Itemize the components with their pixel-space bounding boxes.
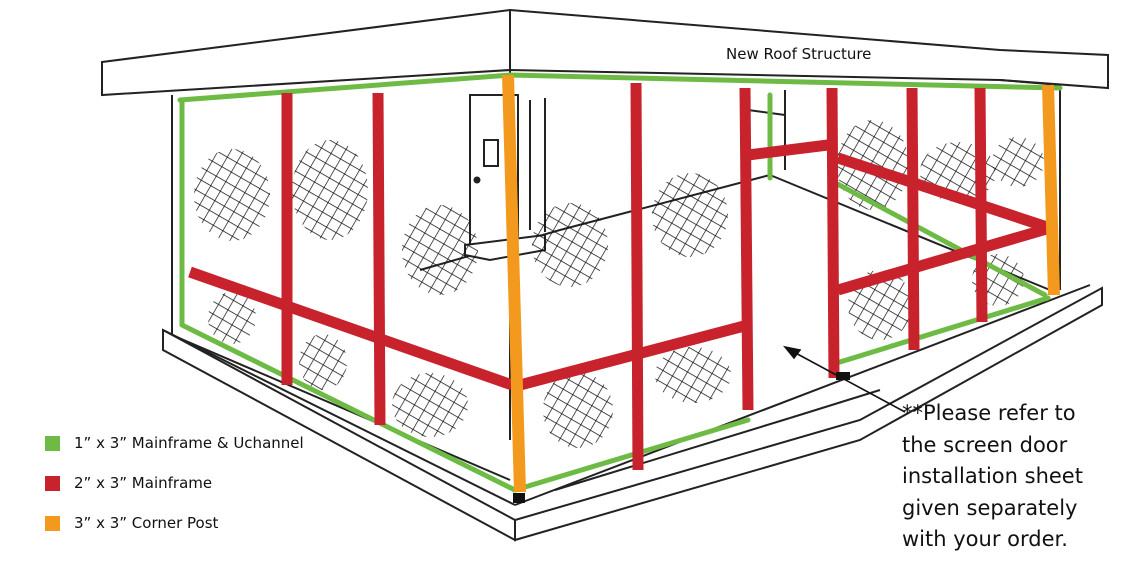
concrete-slab: [162, 284, 1103, 542]
post-feet: [513, 372, 850, 503]
legend: 1” x 3” Mainframe & Uchannel 2” x 3” Mai…: [45, 433, 304, 553]
corner-posts: [502, 74, 1060, 493]
note-line: given separately: [902, 495, 1078, 520]
screen-mesh: [194, 120, 1044, 448]
roof-label: New Roof Structure: [726, 45, 872, 63]
legend-label: 1” x 3” Mainframe & Uchannel: [74, 434, 304, 452]
legend-swatch-uchannel: [45, 435, 60, 451]
legend-label: 3” x 3” Corner Post: [74, 514, 219, 532]
legend-label: 2” x 3” Mainframe: [74, 474, 213, 492]
note-line: with your order.: [902, 527, 1068, 551]
legend-swatch-mainframe: [45, 475, 60, 491]
legend-swatch-corner-post: [45, 515, 60, 531]
note-arrow: [782, 345, 906, 413]
note-line: the screen door: [902, 432, 1068, 457]
note-line: installation sheet: [902, 464, 1083, 488]
note-line: **Please refer to: [902, 401, 1076, 425]
mainframe-2x3: [188, 82, 1052, 471]
legend-item-corner-post: 3” x 3” Corner Post: [45, 513, 304, 533]
screen-door-note: **Please refer to the screen door instal…: [902, 398, 1117, 556]
legend-item-mainframe: 2” x 3” Mainframe: [45, 473, 304, 493]
legend-item-uchannel: 1” x 3” Mainframe & Uchannel: [45, 433, 304, 453]
